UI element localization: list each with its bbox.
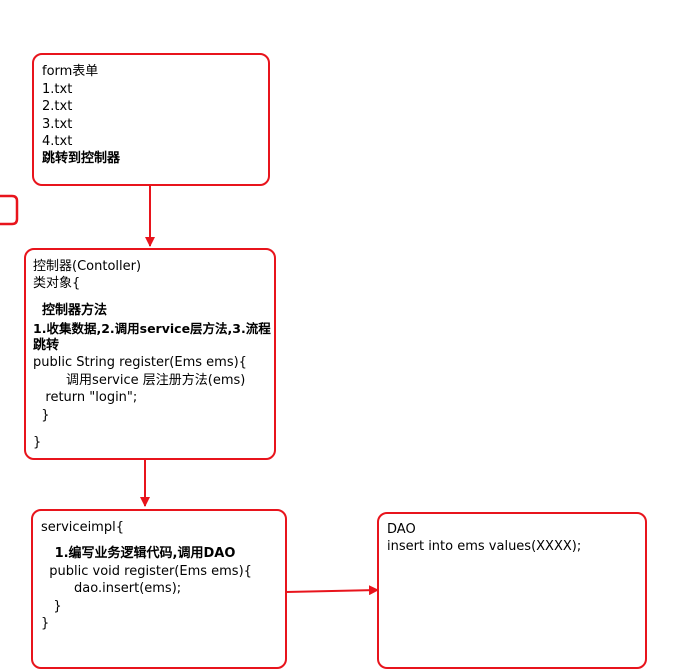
controller-line: } <box>33 408 50 423</box>
controller-line: 控制器(Contoller) <box>33 259 142 274</box>
controller-line: 1.收集数据,2.调用service层方法,3.流程 <box>33 321 271 336</box>
arrow-service-to-dao <box>285 585 379 596</box>
controller-line: 类对象{ <box>33 276 81 291</box>
controller-box: 控制器(Contoller) 类对象{ 控制器方法 1.收集数据,2.调用ser… <box>24 248 276 460</box>
connector-layer <box>0 186 379 596</box>
controller-line: 控制器方法 <box>33 303 108 318</box>
dao-line: insert into ems values(XXXX); <box>387 539 582 554</box>
form-line: 3.txt <box>42 117 73 132</box>
controller-line: 跳转 <box>33 338 60 353</box>
service-line: serviceimpl{ <box>41 520 124 535</box>
controller-line: return "login"; <box>33 390 138 405</box>
service-line: 1.编写业务逻辑代码,调用DAO <box>41 546 236 561</box>
controller-line: public String register(Ems ems){ <box>33 355 247 370</box>
dao-box: DAO insert into ems values(XXXX); <box>377 512 647 669</box>
service-box: serviceimpl{ 1.编写业务逻辑代码,调用DAO public voi… <box>31 509 287 669</box>
form-line: form表单 <box>42 64 99 79</box>
controller-line: } <box>33 435 42 450</box>
controller-line: 调用service 层注册方法(ems) <box>33 373 246 388</box>
form-box: form表单 1.txt 2.txt 3.txt 4.txt 跳转到控制器 <box>32 53 270 186</box>
form-line: 2.txt <box>42 99 73 114</box>
service-line: } <box>41 599 62 614</box>
form-line: 4.txt <box>42 134 73 149</box>
form-line: 1.txt <box>42 82 73 97</box>
partial-box-edge <box>0 194 19 226</box>
service-line: dao.insert(ems); <box>41 581 182 596</box>
form-line: 跳转到控制器 <box>42 151 121 166</box>
dao-line: DAO <box>387 522 416 537</box>
service-line: public void register(Ems ems){ <box>41 564 252 579</box>
service-line: } <box>41 616 50 631</box>
